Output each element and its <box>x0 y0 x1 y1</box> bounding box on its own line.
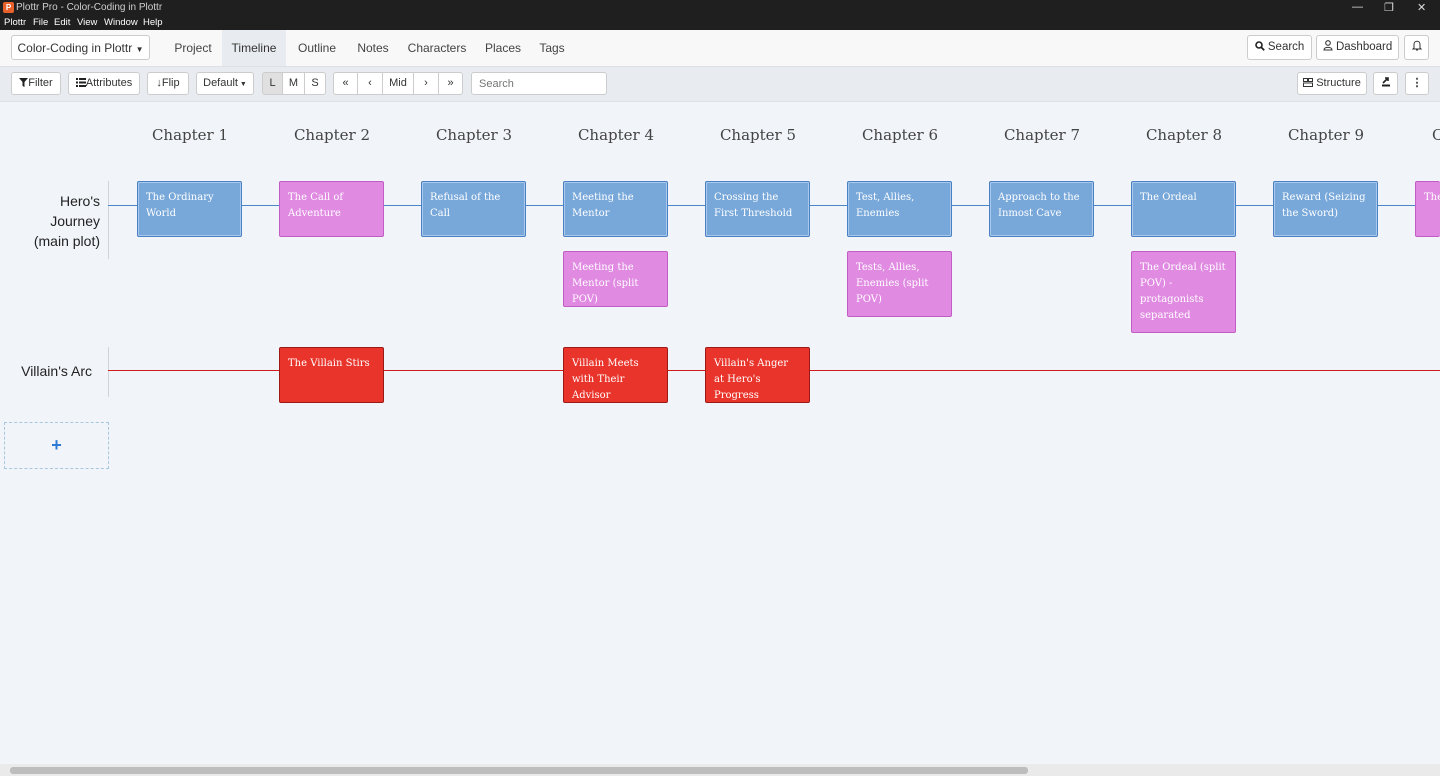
menu-file[interactable]: File <box>33 17 49 28</box>
scene-card[interactable]: Approach to the Inmost Cave <box>989 181 1094 237</box>
scene-card[interactable]: The <box>1415 181 1440 237</box>
plotline-title[interactable]: Villain's Arc <box>21 363 92 379</box>
project-dropdown[interactable]: Color-Coding in Plottr ▼ <box>11 35 150 60</box>
chapter-header[interactable]: Chapter 7 <box>1003 126 1081 144</box>
scroll-last-button[interactable]: » <box>438 72 463 95</box>
scroll-next-button[interactable]: › <box>413 72 439 95</box>
scene-card[interactable]: Reward (Seizing the Sword) <box>1273 181 1378 237</box>
chapter-header[interactable]: Chapter 4 <box>577 126 655 144</box>
search-button-label: Search <box>1267 41 1305 53</box>
minimize-button[interactable]: — <box>1352 1 1363 13</box>
tab-outline[interactable]: Outline <box>297 41 337 55</box>
flip-button[interactable]: ↓Flip <box>147 72 189 95</box>
plotline-title[interactable]: Hero's Journey (main plot) <box>33 193 100 249</box>
plotline-divider <box>108 181 109 259</box>
chapter-header[interactable]: Chapter 5 <box>719 126 797 144</box>
scene-card[interactable]: The Ordeal <box>1131 181 1236 237</box>
chapter-header[interactable]: Chapter 9 <box>1287 126 1365 144</box>
size-small-button[interactable]: S <box>304 72 326 95</box>
scene-card[interactable]: Meeting the Mentor (split POV) <box>563 251 668 307</box>
list-icon <box>75 78 86 87</box>
scene-card[interactable]: The Villain Stirs <box>279 347 384 403</box>
main-navbar: Color-Coding in Plottr ▼ Project Timelin… <box>0 30 1440 67</box>
structure-icon <box>1303 78 1314 87</box>
window-title: Plottr Pro - Color-Coding in Plottr <box>16 2 163 13</box>
scene-card[interactable]: Refusal of the Call <box>421 181 526 237</box>
arrow-down-icon: ↓ <box>156 77 162 89</box>
scroll-prev-button[interactable]: ‹ <box>357 72 383 95</box>
plus-icon: + <box>51 435 62 455</box>
close-button[interactable]: ✕ <box>1417 2 1427 14</box>
app-logo-icon: P <box>3 2 14 13</box>
attributes-label: Attributes <box>85 77 133 89</box>
scroll-first-button[interactable]: « <box>333 72 358 95</box>
chapter-header[interactable]: Chapter 1 <box>151 126 229 144</box>
scrollbar-thumb[interactable] <box>10 767 1028 774</box>
tab-characters[interactable]: Characters <box>407 41 467 55</box>
chapter-header[interactable]: Chapter 6 <box>861 126 939 144</box>
filter-icon <box>19 78 29 87</box>
scene-card[interactable]: The Ordinary World <box>137 181 242 237</box>
chapter-header[interactable]: Chapter 2 <box>293 126 371 144</box>
filter-label: Filter <box>28 77 53 89</box>
caret-down-icon: ▼ <box>237 81 247 88</box>
scene-card[interactable]: Crossing the First Threshold <box>705 181 810 237</box>
project-dropdown-label: Color-Coding in Plottr <box>17 41 133 55</box>
default-dropdown[interactable]: Default ▼ <box>196 72 254 95</box>
notifications-button[interactable] <box>1404 35 1429 60</box>
scene-card[interactable]: The Call of Adventure <box>279 181 384 237</box>
default-dropdown-label: Default <box>203 77 238 89</box>
search-button[interactable]: Search <box>1247 35 1312 60</box>
menu-window[interactable]: Window <box>104 17 138 28</box>
menu-view[interactable]: View <box>77 17 98 28</box>
tab-places[interactable]: Places <box>484 41 522 55</box>
timeline-toolbar: Filter Attributes ↓Flip Default ▼ L M S … <box>0 67 1440 102</box>
restore-button[interactable]: ❐ <box>1384 2 1394 14</box>
chapter-header[interactable]: C <box>1432 126 1440 144</box>
menu-bar: Plottr File Edit View Window Help <box>0 16 1440 30</box>
attributes-button[interactable]: Attributes <box>68 72 140 95</box>
scroll-mid-button[interactable]: Mid <box>382 72 414 95</box>
plotline-divider <box>108 347 109 397</box>
menu-help[interactable]: Help <box>143 17 163 28</box>
search-icon <box>1254 41 1265 51</box>
timeline-search-input[interactable] <box>471 72 607 95</box>
more-options-button[interactable]: ⋮ <box>1405 72 1429 95</box>
scene-card[interactable]: Tests, Allies, Enemies (split POV) <box>847 251 952 317</box>
tab-notes[interactable]: Notes <box>357 41 389 55</box>
caret-down-icon: ▼ <box>135 45 144 54</box>
chapter-header[interactable]: Chapter 8 <box>1145 126 1223 144</box>
chapter-header[interactable]: Chapter 3 <box>435 126 513 144</box>
size-large-button[interactable]: L <box>262 72 283 95</box>
tab-timeline[interactable]: Timeline <box>222 30 286 66</box>
export-icon <box>1381 77 1390 87</box>
export-button[interactable] <box>1373 72 1398 95</box>
dashboard-button[interactable]: Dashboard <box>1316 35 1399 60</box>
title-bar: P Plottr Pro - Color-Coding in Plottr — … <box>0 0 1440 16</box>
menu-edit[interactable]: Edit <box>54 17 71 28</box>
dashboard-button-label: Dashboard <box>1335 41 1393 53</box>
size-medium-button[interactable]: M <box>282 72 305 95</box>
structure-label: Structure <box>1316 77 1361 89</box>
user-icon <box>1323 40 1333 51</box>
bell-icon <box>1411 40 1422 51</box>
filter-button[interactable]: Filter <box>11 72 61 95</box>
scene-card[interactable]: Villain's Anger at Hero's Progress <box>705 347 810 403</box>
scene-card[interactable]: Test, Allies, Enemies <box>847 181 952 237</box>
scene-card[interactable]: Meeting the Mentor <box>563 181 668 237</box>
scene-card[interactable]: Villain Meets with Their Advisor <box>563 347 668 403</box>
structure-button[interactable]: Structure <box>1297 72 1367 95</box>
horizontal-scrollbar[interactable] <box>0 764 1440 776</box>
flip-label: Flip <box>161 77 180 89</box>
tab-tags[interactable]: Tags <box>539 41 565 55</box>
menu-plottr[interactable]: Plottr <box>4 17 27 28</box>
add-plotline-button[interactable]: + <box>4 422 109 469</box>
tab-project[interactable]: Project <box>174 41 212 55</box>
scene-card[interactable]: The Ordeal (split POV) - protagonists se… <box>1131 251 1236 333</box>
